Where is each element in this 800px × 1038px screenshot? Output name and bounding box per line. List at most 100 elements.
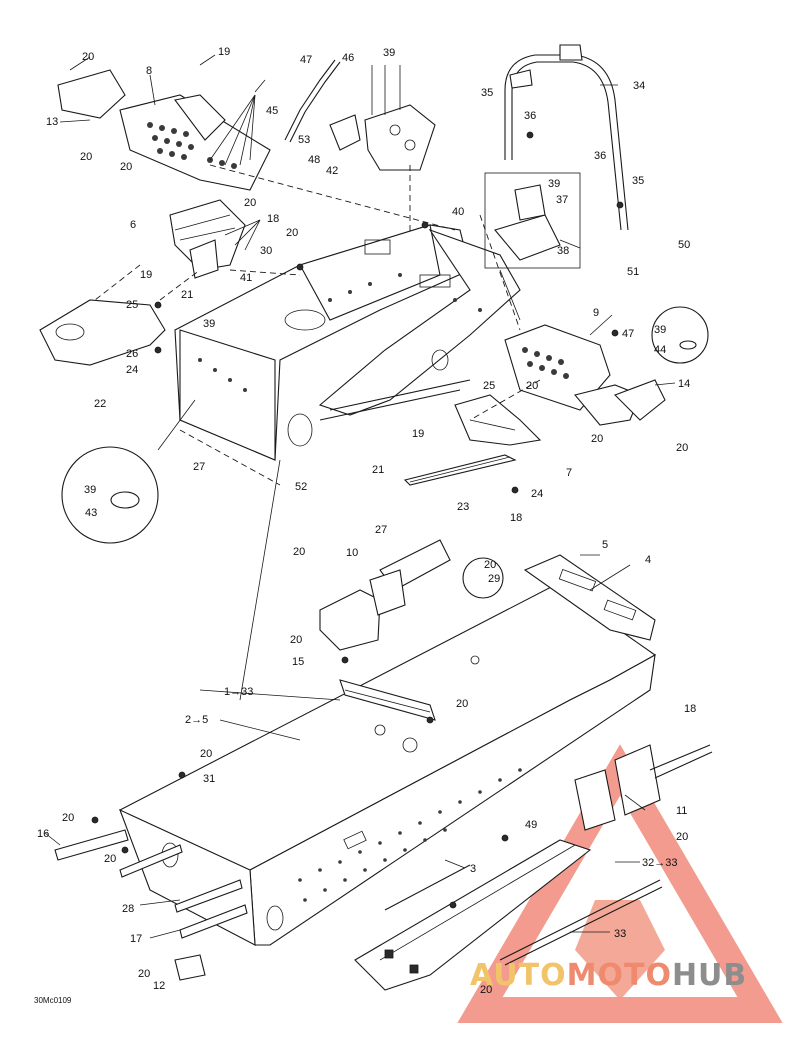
callout-label: 5: [602, 539, 608, 551]
callout-label: 38: [557, 245, 569, 257]
callout-label: 36: [594, 150, 606, 162]
slide-rails-33: [384, 864, 663, 966]
side-panel-22: [39, 264, 166, 366]
callout-labels: 20 19 8 13 20 20 47 46 45 53 48 39 42 35…: [37, 46, 696, 996]
callout-label: 20: [120, 161, 132, 173]
callout-label: 24: [531, 488, 543, 500]
callout-label: 20: [293, 546, 305, 558]
callout-label: 4: [645, 554, 651, 566]
svg-text:AUTOMOTOHUB: AUTOMOTOHUB: [470, 958, 747, 993]
callout-label: 23: [457, 501, 469, 513]
callout-label: 11: [676, 805, 687, 817]
callout-label: 39: [383, 47, 395, 59]
callout-label: 20: [456, 698, 468, 710]
callout-label: 18: [684, 703, 696, 715]
callout-label: 34: [633, 80, 645, 92]
watermark-logo: [457, 744, 783, 1023]
callout-label: 20: [526, 380, 538, 392]
callout-label: 12: [153, 980, 165, 992]
callout-label: 21: [372, 464, 384, 476]
rear-bracket-11: [574, 744, 713, 831]
callout-label: 36: [524, 110, 536, 122]
callout-label: 39: [548, 178, 560, 190]
callout-label: 20: [290, 634, 302, 646]
callout-label: 50: [678, 239, 690, 251]
callout-label: 35: [481, 87, 493, 99]
callout-label: 21: [181, 289, 193, 301]
callout-label: 32→33: [642, 857, 677, 869]
callout-label: 6: [130, 219, 136, 231]
callout-label: 10: [346, 547, 358, 559]
callout-label: 20: [80, 151, 92, 163]
callout-label: 15: [292, 656, 304, 668]
callout-label: 44: [654, 344, 666, 356]
tunnel-main: [119, 584, 657, 946]
bracket-10: [319, 539, 451, 651]
callout-label: 19: [140, 269, 152, 281]
callout-label: 26: [126, 348, 138, 360]
callout-label: 14: [678, 378, 690, 390]
callout-label: 1→33: [224, 686, 253, 698]
detail-circle-29: [462, 557, 504, 599]
callout-label: 42: [326, 165, 338, 177]
callout-label: 30: [260, 245, 272, 257]
callout-label: 18: [267, 213, 279, 225]
callout-label: 48: [308, 154, 320, 166]
callout-label: 35: [632, 175, 644, 187]
callout-label: 25: [483, 380, 495, 392]
callout-label: 9: [593, 307, 599, 319]
callout-label: 39: [84, 484, 96, 496]
callout-label: 27: [193, 461, 205, 473]
callout-label: 47: [622, 328, 634, 340]
callout-label: 7: [566, 467, 572, 479]
callout-label: 19: [218, 46, 230, 58]
detail-circle-44: [651, 306, 709, 364]
callout-label: 16: [37, 828, 49, 840]
detail-circle-43: [61, 399, 196, 544]
watermark-text: AUTOMOTOHUB: [470, 958, 747, 993]
side-rails-left: [54, 829, 248, 981]
callout-label: 52: [295, 481, 307, 493]
callout-label: 33: [614, 928, 626, 940]
callout-label: 20: [200, 748, 212, 760]
callout-label: 43: [85, 507, 97, 519]
callout-label: 40: [452, 206, 464, 218]
fasteners: [91, 131, 624, 909]
footrest-upper-left: [57, 69, 271, 279]
callout-label: 20: [676, 442, 688, 454]
leader-lines: [44, 54, 676, 939]
callout-label: 18: [510, 512, 522, 524]
callout-label: 29: [488, 573, 500, 585]
watermark-part-auto: AUTO: [470, 958, 567, 993]
callout-label: 25: [126, 299, 138, 311]
callout-label: 3: [470, 863, 476, 875]
callout-label: 2→5: [185, 714, 208, 726]
callout-label: 20: [480, 984, 492, 996]
watermark-part-hub: HUB: [672, 958, 747, 993]
callout-label: 24: [126, 364, 138, 376]
callout-label: 39: [654, 324, 666, 336]
callout-label: 20: [286, 227, 298, 239]
callout-label: 20: [676, 831, 688, 843]
bracket-7: [454, 394, 542, 446]
callout-label: 22: [94, 398, 106, 410]
callout-label: 20: [104, 853, 116, 865]
running-board-3: [354, 839, 592, 991]
callout-label: 20: [591, 433, 603, 445]
drawing-code: 30Mc0109: [34, 996, 72, 1005]
rail-23: [403, 454, 517, 486]
assembly-lines: [159, 164, 541, 701]
callout-label: 31: [203, 773, 215, 785]
callout-label: 53: [298, 134, 310, 146]
callout-label: 20: [138, 968, 150, 980]
callout-label: 41: [240, 272, 252, 284]
callout-label: 20: [484, 559, 496, 571]
callout-label: 19: [412, 428, 424, 440]
callout-label: 49: [525, 819, 537, 831]
watermark-part-moto: MOTO: [567, 958, 672, 993]
callout-label: 13: [46, 116, 58, 128]
footrest-right-9: [504, 324, 666, 426]
bracket-42: [284, 59, 436, 171]
cross-member-15: [339, 679, 436, 721]
